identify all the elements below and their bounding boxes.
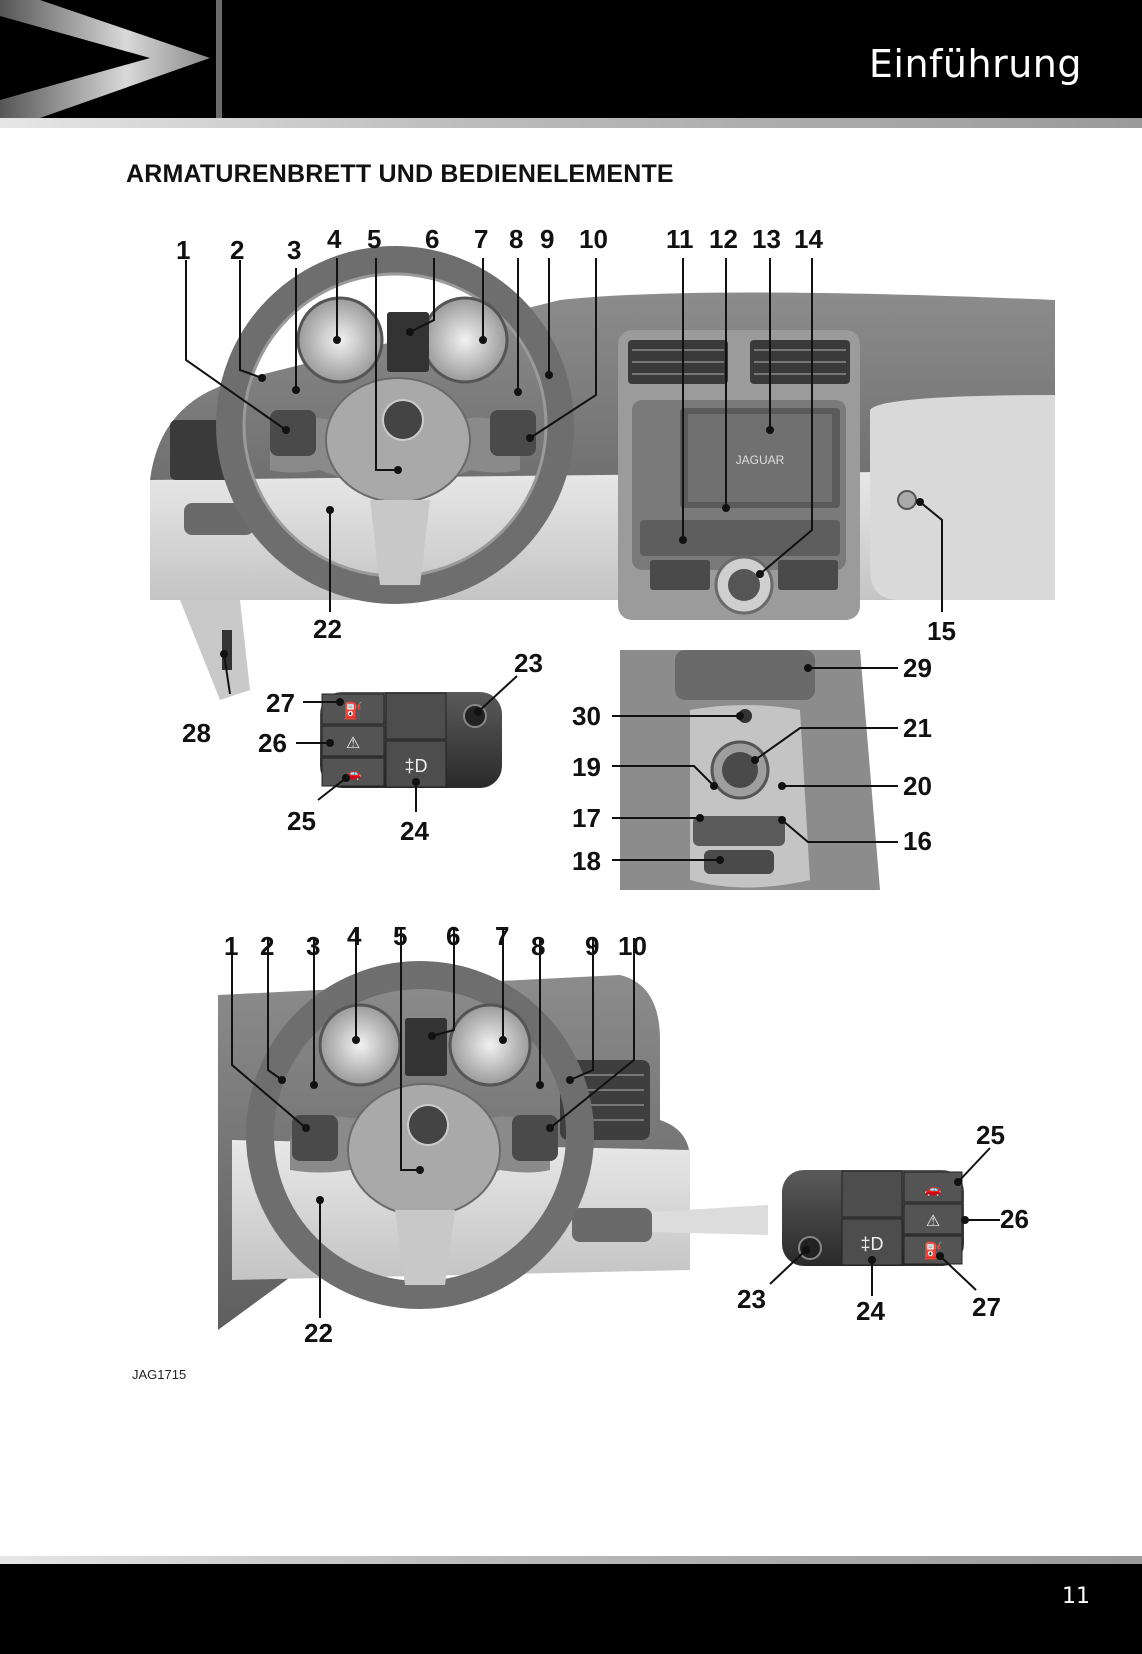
callout-labels: 1 2 3 4 5 6 7 8 9 10 11 12 13 14 15 22 2… (176, 224, 1029, 1348)
header-stripe (0, 118, 1142, 128)
callout-5-bottom: 5 (393, 921, 407, 951)
callout-24-top: 24 (400, 816, 429, 846)
callout-23-top: 23 (514, 648, 543, 678)
header-bar: Einführung (0, 0, 1142, 118)
callout-18: 18 (572, 846, 601, 876)
callout-6-bottom: 6 (446, 921, 460, 951)
callout-22-top: 22 (313, 614, 342, 644)
callout-4-top: 4 (327, 224, 342, 254)
callout-5-top: 5 (367, 224, 381, 254)
callout-9-bottom: 9 (585, 931, 599, 961)
dashboard-top: JAGUAR (150, 246, 1055, 890)
callout-3-top: 3 (287, 235, 301, 265)
callout-11: 11 (666, 224, 694, 254)
dashboard-bottom (218, 961, 768, 1330)
callout-10-top: 10 (579, 224, 608, 254)
svg-text:‡D: ‡D (404, 756, 427, 776)
callout-24-bottom: 24 (856, 1296, 885, 1326)
svg-text:⛽: ⛽ (343, 701, 363, 720)
callout-14: 14 (794, 224, 823, 254)
callout-3-bottom: 3 (306, 931, 320, 961)
callout-7-bottom: 7 (495, 921, 509, 951)
callout-10-bottom: 10 (618, 931, 647, 961)
callout-27-top: 27 (266, 688, 295, 718)
leader-lines (185, 258, 1000, 1318)
light-switch-module-bottom: 🚗 ⚠ ⛽ ‡D (782, 1170, 964, 1266)
callout-17: 17 (572, 803, 601, 833)
figure-code: JAG1715 (132, 1367, 187, 1382)
callout-15: 15 (927, 616, 956, 646)
callout-19: 19 (572, 752, 601, 782)
callout-25-top: 25 (287, 806, 316, 836)
callout-8-top: 8 (509, 224, 523, 254)
chevron-logo (0, 0, 222, 118)
callout-12: 12 (709, 224, 738, 254)
callout-26-bottom: 26 (1000, 1204, 1029, 1234)
callout-22-bottom: 22 (304, 1318, 333, 1348)
callout-13: 13 (752, 224, 781, 254)
callout-20: 20 (903, 771, 932, 801)
callout-28: 28 (182, 718, 211, 748)
svg-text:JAGUAR: JAGUAR (736, 453, 785, 467)
callout-1-bottom: 1 (224, 931, 238, 961)
callout-26-top: 26 (258, 728, 287, 758)
callout-7-top: 7 (474, 224, 488, 254)
light-switch-module-top: ⛽ ⚠ 🚗 ‡D (320, 692, 502, 788)
callout-29: 29 (903, 653, 932, 683)
callout-4-bottom: 4 (347, 921, 362, 951)
callout-30: 30 (572, 701, 601, 731)
footer-bar (0, 1564, 1142, 1654)
svg-text:⚠: ⚠ (346, 735, 360, 752)
callout-2-bottom: 2 (260, 931, 274, 961)
chapter-title: Einführung (868, 42, 1082, 86)
callout-27-bottom: 27 (972, 1292, 1001, 1322)
page-number: 11 (1062, 1584, 1090, 1609)
callout-9-top: 9 (540, 224, 554, 254)
footer-stripe (0, 1556, 1142, 1564)
callout-21: 21 (903, 713, 932, 743)
svg-text:🚗: 🚗 (924, 1181, 941, 1198)
callout-16: 16 (903, 826, 932, 856)
callout-8-bottom: 8 (531, 931, 545, 961)
callout-23-bottom: 23 (737, 1284, 766, 1314)
callout-25-bottom: 25 (976, 1120, 1005, 1150)
svg-text:‡D: ‡D (860, 1234, 883, 1254)
callout-1-top: 1 (176, 235, 190, 265)
svg-text:⚠: ⚠ (926, 1213, 940, 1230)
dashboard-illustration: JAGUAR (150, 224, 1055, 1348)
section-title: ARMATURENBRETT UND BEDIENELEMENTE (126, 160, 674, 188)
callout-2-top: 2 (230, 235, 244, 265)
callout-6-top: 6 (425, 224, 439, 254)
